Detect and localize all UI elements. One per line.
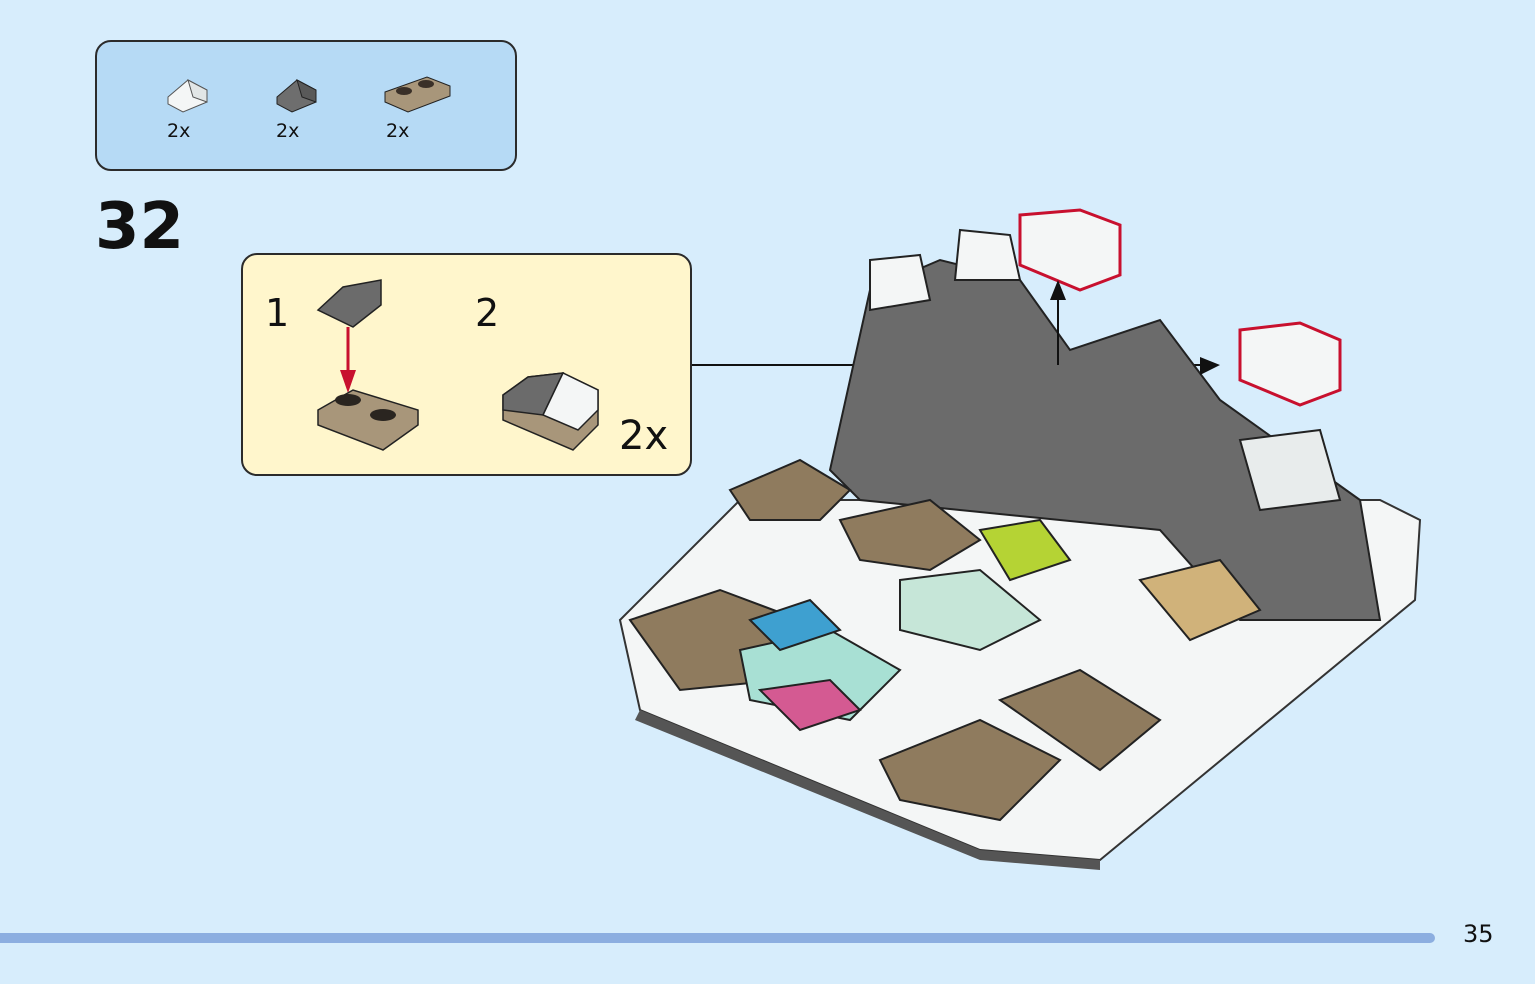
- substep-1-illustration: [316, 279, 419, 451]
- substep-quantity: 2x: [619, 413, 669, 459]
- footer-progress-bar: [0, 933, 1435, 943]
- arrow-right-icon: [1200, 357, 1220, 375]
- substep-2-illustration: [502, 371, 599, 451]
- gray-slope-icon: [316, 279, 382, 328]
- white-slope-icon: [167, 79, 208, 113]
- step-number: 32: [95, 190, 185, 264]
- arrow-up-icon: [1050, 280, 1066, 300]
- tan-plate-icon: [317, 389, 419, 451]
- gray-mountain: [828, 258, 1382, 621]
- gray-slope-icon: [276, 79, 317, 113]
- substep-number-2: 2: [475, 291, 500, 335]
- part-quantity: 2x: [276, 120, 300, 142]
- part-gray-slope: 2x: [272, 72, 342, 142]
- part-tan-plate: 2x: [382, 72, 452, 142]
- tan-plate-icon: [384, 76, 451, 113]
- part-quantity: 2x: [167, 120, 191, 142]
- build-model-illustration: [618, 208, 1422, 870]
- highlighted-new-part[interactable]: [1238, 321, 1342, 407]
- part-white-slope: 2x: [163, 72, 233, 142]
- part-quantity: 2x: [386, 120, 410, 142]
- highlighted-new-part[interactable]: [1018, 208, 1122, 292]
- substep-callout: 1 2 2x: [241, 253, 692, 476]
- parts-list-box: 2x 2x 2x: [95, 40, 517, 171]
- substep-number-1: 1: [265, 291, 290, 335]
- page-number: 35: [1463, 920, 1494, 948]
